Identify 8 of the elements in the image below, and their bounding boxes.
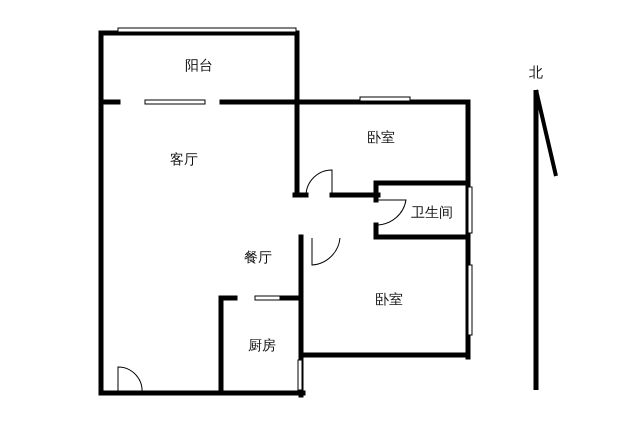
- room-label: 卧室: [375, 293, 403, 307]
- room-label: 卫生间: [411, 206, 453, 220]
- room-label: 卧室: [367, 131, 395, 145]
- room-label: 餐厅: [244, 251, 272, 265]
- room-label: 阳台: [185, 59, 213, 73]
- room-label: 厨房: [248, 339, 276, 353]
- room-label: 客厅: [170, 153, 198, 167]
- north-label: 北: [529, 66, 543, 80]
